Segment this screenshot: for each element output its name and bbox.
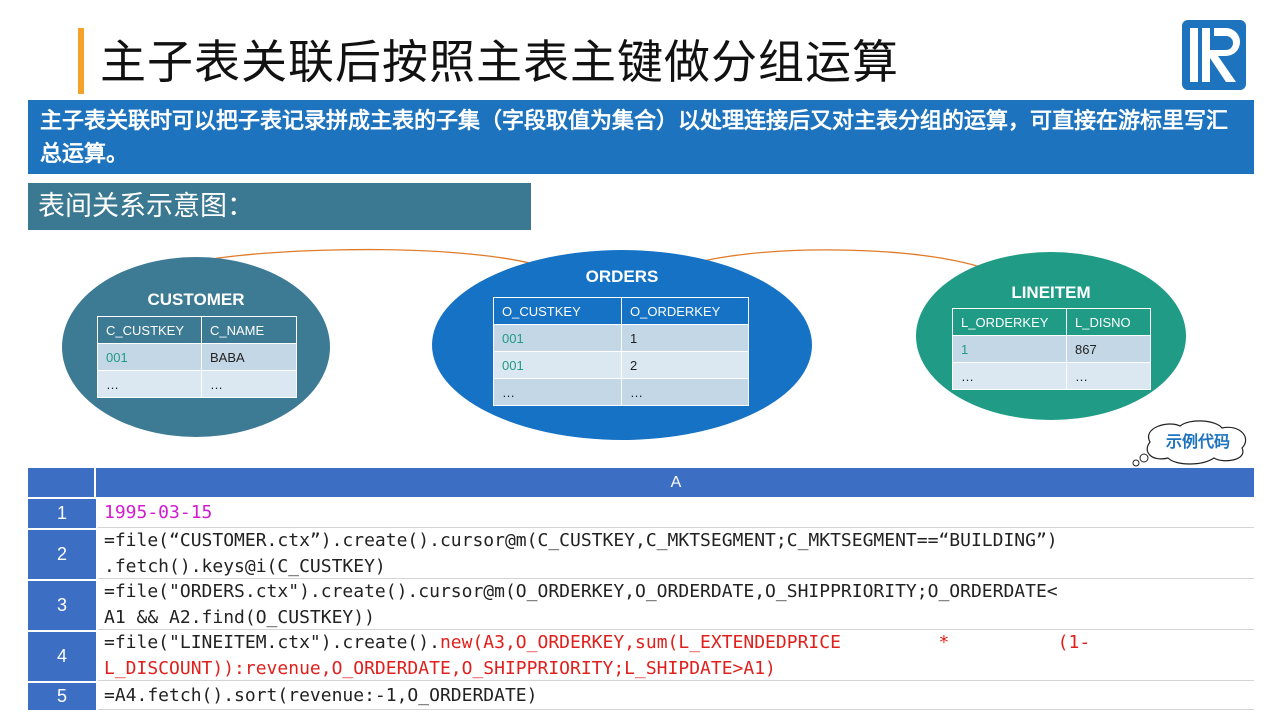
table-cell: 001 — [493, 324, 622, 352]
table-header: L_ORDERKEY — [952, 308, 1067, 336]
grid-header: A — [28, 468, 1254, 497]
code-cell[interactable]: 1995-03-15 — [98, 497, 1254, 528]
table-cell: 2 — [621, 351, 749, 379]
table-cell: … — [621, 378, 749, 406]
table-cell: … — [97, 370, 202, 398]
description-box: 主子表关联时可以把子表记录拼成主表的子集（字段取值为集合）以处理连接后又对主表分… — [28, 100, 1254, 174]
code-cell[interactable]: =A4.fetch().sort(revenue:-1,O_ORDERDATE) — [98, 681, 1254, 710]
table-cell: 1 — [952, 335, 1067, 363]
table-cell: … — [201, 370, 297, 398]
code-line: =file("LINEITEM.ctx").create().new(A3,O_… — [104, 630, 1254, 656]
grid-row: 2 =file(“CUSTOMER.ctx”).create().cursor@m… — [28, 528, 1254, 579]
table-cell: 867 — [1066, 335, 1151, 363]
code-token: L_DISCOUNT)):revenue,O_ORDERDATE,O_SHIPP… — [104, 658, 776, 679]
lineitem-table-name: LINEITEM — [1011, 283, 1091, 302]
table-cell: 001 — [493, 351, 622, 379]
grid-row: 1 1995-03-15 — [28, 497, 1254, 528]
code-cell[interactable]: =file("LINEITEM.ctx").create().new(A3,O_… — [98, 630, 1254, 681]
code-token: .fetch().keys@i(C_CUSTKEY) — [104, 556, 386, 577]
code-line: =A4.fetch().sort(revenue:-1,O_ORDERDATE) — [104, 683, 1254, 709]
column-header-a[interactable]: A — [670, 474, 682, 491]
logo-icon — [1182, 20, 1246, 90]
code-cell[interactable]: =file(“CUSTOMER.ctx”).create().cursor@m(… — [98, 528, 1254, 579]
code-token: =file("ORDERS.ctx").create().cursor@m(O_… — [104, 581, 1058, 602]
grid-row: 4 =file("LINEITEM.ctx").create().new(A3,O… — [28, 630, 1254, 681]
customer-table: C_CUSTKEY C_NAME 001 BABA … … — [97, 316, 297, 398]
lineitem-table: L_ORDERKEY L_DISNO 1 867 … … — [952, 308, 1151, 390]
table-header: O_ORDERKEY — [621, 297, 749, 325]
code-token: =file(“CUSTOMER.ctx”).create().cursor@m(… — [104, 530, 1058, 551]
title-accent-bar — [78, 28, 84, 94]
code-line: 1995-03-15 — [104, 500, 1254, 526]
code-line: .fetch().keys@i(C_CUSTKEY) — [104, 554, 1254, 578]
row-number[interactable]: 3 — [28, 579, 96, 630]
orders-table-name: ORDERS — [585, 267, 659, 286]
code-line: A1 && A2.find(O_CUSTKEY)) — [104, 605, 1254, 629]
grid-row: 5 =A4.fetch().sort(revenue:-1,O_ORDERDATE… — [28, 681, 1254, 710]
grid-corner[interactable] — [28, 468, 96, 497]
code-token: =A4.fetch().sort(revenue:-1,O_ORDERDATE) — [104, 684, 538, 706]
code-line: =file("ORDERS.ctx").create().cursor@m(O_… — [104, 579, 1254, 605]
diagram-subheading: 表间关系示意图： — [28, 183, 531, 230]
table-header: L_DISNO — [1066, 308, 1151, 336]
orders-table: O_CUSTKEY O_ORDERKEY 001 1 001 2 … … — [493, 297, 749, 406]
code-line: L_DISCOUNT)):revenue,O_ORDERDATE,O_SHIPP… — [104, 656, 1254, 680]
table-cell: 1 — [621, 324, 749, 352]
code-token: A1 && A2.find(O_CUSTKEY)) — [104, 607, 375, 628]
slide-title: 主子表关联后按照主表主键做分组运算 — [100, 35, 899, 89]
table-header: C_CUSTKEY — [97, 316, 202, 344]
code-cell[interactable]: =file("ORDERS.ctx").create().cursor@m(O_… — [98, 579, 1254, 630]
row-number[interactable]: 4 — [28, 630, 96, 681]
code-token: =file("LINEITEM.ctx").create(). — [104, 632, 440, 653]
bubble-label: 示例代码 — [1165, 432, 1230, 451]
code-line: =file(“CUSTOMER.ctx”).create().cursor@m(… — [104, 528, 1254, 554]
code-token: new(A3,O_ORDERKEY,sum(L_EXTENDEDPRICE * … — [439, 632, 1091, 653]
customer-table-name: CUSTOMER — [147, 290, 245, 309]
table-cell: 001 — [97, 343, 202, 371]
row-number[interactable]: 2 — [28, 528, 96, 579]
row-number[interactable]: 1 — [28, 497, 96, 528]
thought-bubble-icon — [1132, 420, 1247, 467]
table-header: C_NAME — [201, 316, 297, 344]
table-cell: … — [952, 362, 1067, 390]
table-header: O_CUSTKEY — [493, 297, 622, 325]
row-number[interactable]: 5 — [28, 681, 96, 710]
code-token: 1995-03-15 — [104, 501, 213, 523]
table-cell: … — [1066, 362, 1151, 390]
table-cell: BABA — [201, 343, 297, 371]
grid-row: 3 =file("ORDERS.ctx").create().cursor@m(O… — [28, 579, 1254, 630]
table-cell: … — [493, 378, 622, 406]
